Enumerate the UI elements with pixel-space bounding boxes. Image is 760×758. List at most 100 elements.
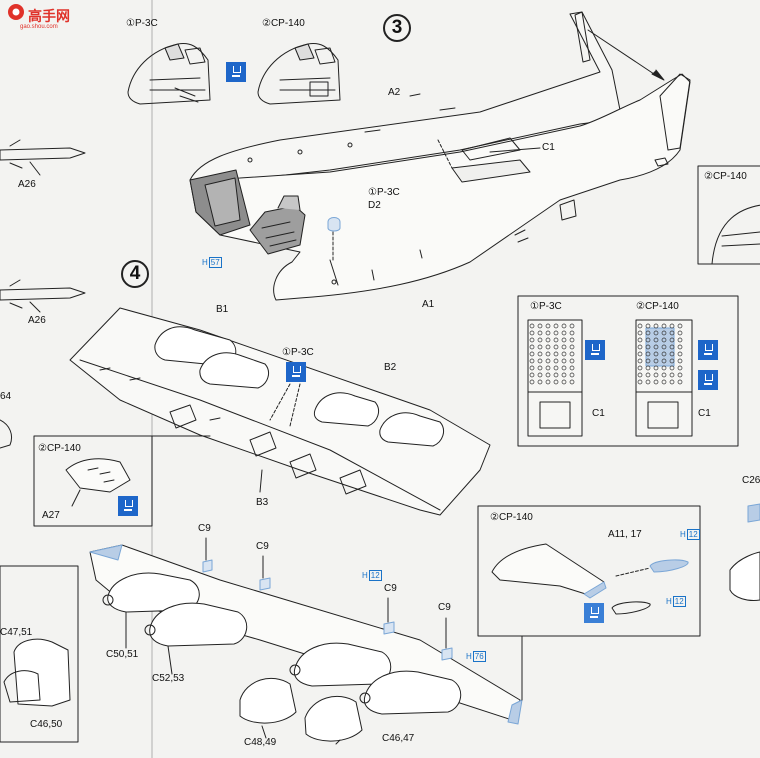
bay-door-hole xyxy=(661,358,667,364)
bay-door-hole xyxy=(545,323,551,329)
bay-door-hole xyxy=(653,379,659,385)
cement-tube-icon xyxy=(226,62,246,82)
bay-door-hole xyxy=(529,351,535,357)
part-label-c9-2: C9 xyxy=(256,541,269,552)
bay-door-hole xyxy=(661,323,667,329)
bay-door-hole xyxy=(661,330,667,336)
part-label-c9-1: C9 xyxy=(198,523,211,534)
bay-door-hole xyxy=(545,344,551,350)
bay-door-hole xyxy=(561,358,567,364)
part-label-b2: B2 xyxy=(384,362,397,373)
bay-door-hole xyxy=(537,323,543,329)
part-label-c52-53: C52,53 xyxy=(152,673,185,684)
bay-door-hole xyxy=(545,379,551,385)
bay-door-hole xyxy=(669,379,675,385)
bay-door-hole xyxy=(537,330,543,336)
bay-door-hole xyxy=(637,358,643,364)
bay-door-hole xyxy=(637,351,643,357)
bay-door-hole xyxy=(529,330,535,336)
bay-door-hole xyxy=(677,323,683,329)
missile-a26-lower xyxy=(0,279,86,313)
bay-door-hole xyxy=(561,379,567,385)
bay-door-hole xyxy=(653,372,659,378)
cement-tube-icon xyxy=(585,340,605,360)
bay-door-hole xyxy=(669,351,675,357)
variant-label-p3c-nose: ①P-3C xyxy=(126,18,158,29)
inset-aileron-cp140 xyxy=(477,505,701,701)
bay-door-hole xyxy=(569,358,575,364)
bay-door-hole xyxy=(669,358,675,364)
bay-door-hole xyxy=(677,365,683,371)
bay-door-hole xyxy=(561,330,567,336)
bay-door-hole xyxy=(553,372,559,378)
variant-label-p3c-wing: ①P-3C xyxy=(282,347,314,358)
part-label-c9-3: C9 xyxy=(384,583,397,594)
bay-door-hole xyxy=(545,365,551,371)
bay-door-hole xyxy=(637,323,643,329)
bay-door-hole xyxy=(645,323,651,329)
logo-subtext: gao.shou.com xyxy=(20,24,58,30)
bay-door-hole xyxy=(545,358,551,364)
bay-door-hole xyxy=(569,351,575,357)
part-label-c46-47: C46,47 xyxy=(382,733,415,744)
bay-door-hole xyxy=(645,365,651,371)
bay-door-hole xyxy=(537,372,543,378)
partial-engine-right xyxy=(729,503,760,601)
part-label-c47-51: C47,51 xyxy=(0,627,33,638)
bay-door-hole xyxy=(645,337,651,343)
bay-door-holes xyxy=(529,323,683,385)
step-number-4: 4 xyxy=(121,260,149,288)
cement-tube-icon xyxy=(698,370,718,390)
part-label-c9-4: C9 xyxy=(438,602,451,613)
bay-door-hole xyxy=(661,372,667,378)
bay-door-hole xyxy=(661,379,667,385)
bay-door-hole xyxy=(645,372,651,378)
bay-door-hole xyxy=(553,323,559,329)
inset-wing-a27 xyxy=(33,435,211,527)
engine-wing-assembly xyxy=(89,537,523,745)
part-label-b1: B1 xyxy=(216,304,229,315)
bay-door-hole xyxy=(677,372,683,378)
bay-door-hole xyxy=(637,344,643,350)
bay-door-hole xyxy=(569,323,575,329)
missile-a26-upper xyxy=(0,139,86,176)
bay-door-hole xyxy=(561,344,567,350)
bay-door-hole xyxy=(661,337,667,343)
variant-label-p3c-bay: ①P-3C xyxy=(530,301,562,312)
bay-door-hole xyxy=(669,344,675,350)
bay-door-hole xyxy=(553,330,559,336)
cement-tube-icon xyxy=(698,340,718,360)
variant-label-cp140-nose: ②CP-140 xyxy=(262,18,305,29)
bay-door-hole xyxy=(669,323,675,329)
bay-door-p3c xyxy=(527,319,583,437)
variant-label-cp140-wing: ②CP-140 xyxy=(38,443,81,454)
fuselage-assembly xyxy=(189,11,691,301)
inset-lower-left xyxy=(0,565,79,743)
bay-door-hole xyxy=(569,330,575,336)
bay-door-hole xyxy=(637,379,643,385)
bay-door-hole xyxy=(661,344,667,350)
part-label-c1-cp140: C1 xyxy=(698,408,711,419)
bay-door-hole xyxy=(661,365,667,371)
variant-label-p3c-cockpit: ①P-3C xyxy=(368,187,400,198)
bay-door-hole xyxy=(529,365,535,371)
bay-door-hole xyxy=(545,372,551,378)
bay-door-hole xyxy=(637,337,643,343)
bay-door-hole xyxy=(653,323,659,329)
part-label-a2: A2 xyxy=(388,87,401,98)
bay-door-hole xyxy=(537,344,543,350)
bay-door-cp140 xyxy=(635,319,693,437)
bay-door-hole xyxy=(677,330,683,336)
variant-label-cp140-bay: ②CP-140 xyxy=(636,301,679,312)
logo-mark-icon xyxy=(8,4,24,20)
bay-door-hole xyxy=(553,337,559,343)
step-number-3: 3 xyxy=(383,14,411,42)
bay-door-hole xyxy=(653,358,659,364)
bay-door-hole xyxy=(569,337,575,343)
nose-preview-p3c xyxy=(127,43,211,105)
bay-door-hole xyxy=(529,337,535,343)
part-label-a26-lower: A26 xyxy=(28,315,46,326)
